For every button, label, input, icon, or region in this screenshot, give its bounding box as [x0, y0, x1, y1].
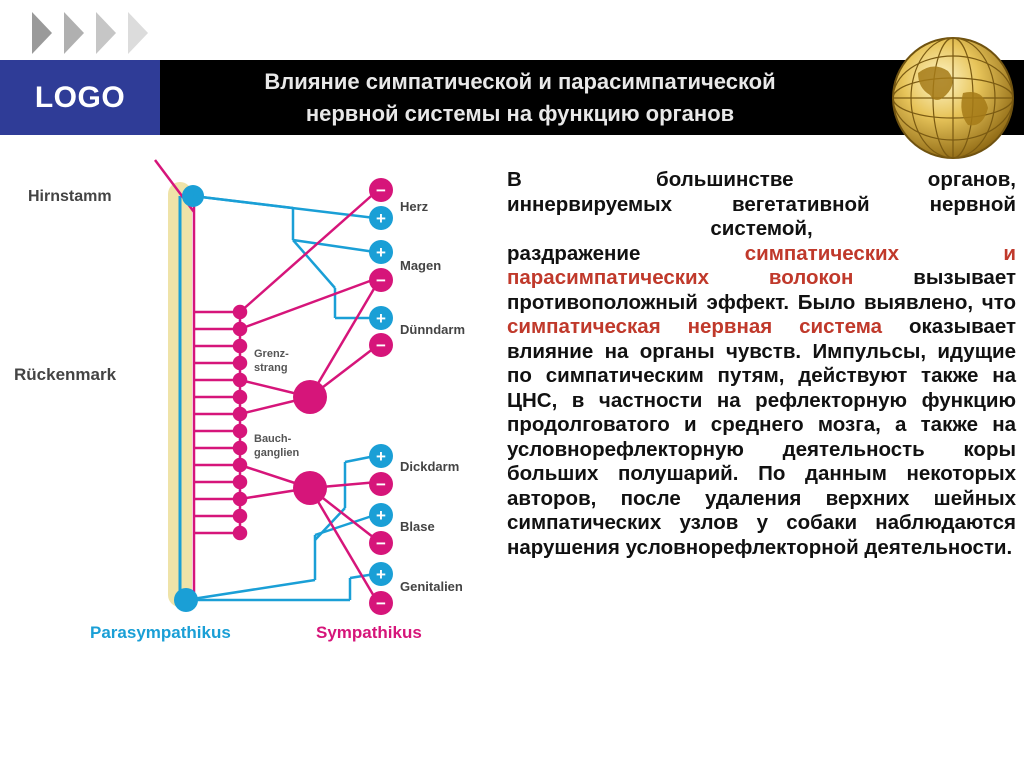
text-line-2: иннервируемых вегетативной нервной	[507, 192, 1016, 216]
header-bar	[0, 60, 1024, 135]
svg-text:+: +	[376, 309, 386, 328]
svg-text:−: −	[376, 534, 386, 553]
organ-label-genitalien: Genitalien	[400, 579, 463, 594]
svg-text:−: −	[376, 594, 386, 613]
grenzstrang-ganglion	[293, 380, 327, 414]
globe-icon	[892, 37, 1014, 159]
label-rueckenmark: Rückenmark	[14, 365, 117, 384]
blase-signs: + −	[369, 503, 393, 555]
duenndarm-signs: + −	[369, 306, 393, 357]
organ-label-herz: Herz	[400, 199, 429, 214]
label-sympathikus: Sympathikus	[316, 623, 422, 642]
text-highlight-sympathetic: симпатическая нервная система	[507, 315, 883, 338]
page-title: Влияние симпатической и парасимпатическо…	[170, 64, 870, 132]
text-run-b: вызывает противоположный эффект. Было вы…	[507, 266, 1016, 314]
title-line-2: нервной системы на функцию органов	[305, 101, 735, 126]
svg-text:+: +	[376, 243, 386, 262]
svg-text:−: −	[376, 475, 386, 494]
title-line-1: Влияние симпатической и парасимпатическо…	[264, 69, 776, 94]
nervous-system-diagram: − + + − + − + − + − + − Herz Magen Dünnd…	[14, 159, 465, 642]
genitalien-signs: + −	[369, 562, 393, 615]
label-bauch-2: ganglien	[254, 447, 300, 459]
svg-text:+: +	[376, 209, 386, 228]
body-text: В большинстве органов, иннервируемых вег…	[507, 168, 1016, 560]
label-bauch-1: Bauch-	[254, 433, 292, 445]
text-run-c: оказывает влияние на органы чувств. Импу…	[507, 315, 1016, 559]
label-grenzstrang-2: strang	[254, 362, 288, 374]
logo: LOGO	[0, 60, 160, 135]
text-line-3: системой,	[710, 217, 813, 240]
svg-text:+: +	[376, 447, 386, 466]
label-parasympathikus: Parasympathikus	[90, 623, 231, 642]
bauchganglion	[293, 471, 327, 505]
svg-text:−: −	[376, 181, 386, 200]
text-paragraph-2: раздражение симпатических и парасимпатич…	[507, 242, 1016, 561]
svg-text:+: +	[376, 565, 386, 584]
text-run-a: раздражение	[507, 241, 745, 265]
organ-label-blase: Blase	[400, 519, 435, 534]
chevron-arrows-icon	[32, 12, 148, 54]
text-highlight-fibers: симпатических и парасимпатических волоко…	[507, 241, 1017, 290]
svg-text:−: −	[376, 336, 386, 355]
logo-text: LOGO	[34, 80, 126, 114]
magen-signs: + −	[369, 240, 393, 292]
label-hirnstamm: Hirnstamm	[28, 188, 112, 205]
svg-text:+: +	[376, 506, 386, 525]
organ-label-duenndarm: Dünndarm	[400, 322, 465, 337]
organ-label-magen: Magen	[400, 258, 441, 273]
svg-text:−: −	[376, 271, 386, 290]
text-line-1: В большинстве органов,	[507, 168, 1016, 191]
dickdarm-signs: + −	[369, 444, 393, 496]
organ-label-dickdarm: Dickdarm	[400, 459, 459, 474]
label-grenzstrang-1: Grenz-	[254, 348, 289, 360]
herz-signs: − +	[369, 178, 393, 230]
